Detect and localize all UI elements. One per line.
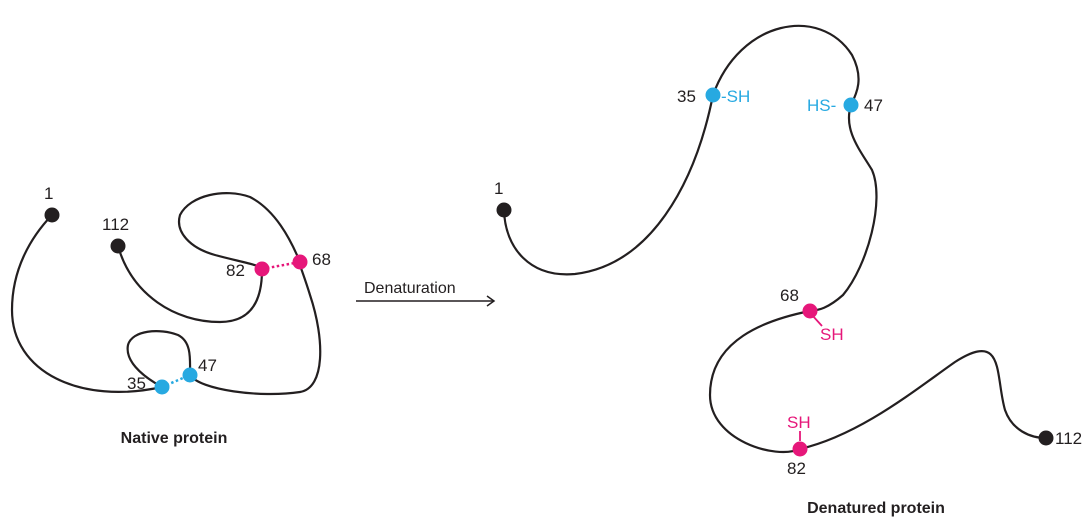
native-label-112: 112 [102, 215, 129, 234]
denatured-label-82: 82 [787, 459, 806, 478]
denaturation-arrow: Denaturation [356, 280, 496, 307]
denatured-label-35: 35 [677, 87, 696, 106]
native-chain-segment-35-112 [116, 192, 322, 396]
native-caption: Native protein [121, 430, 228, 447]
denatured-cys-82-dot [792, 441, 808, 457]
arrow-head-icon [486, 295, 496, 307]
denatured-sh-35: -SH [721, 87, 750, 106]
native-label-1: 1 [44, 184, 53, 203]
native-c-terminus-dot [110, 238, 126, 254]
denatured-label-47: 47 [864, 96, 883, 115]
denatured-sh-68-bond [811, 314, 823, 327]
denatured-hs-47: HS- [807, 96, 836, 115]
native-label-35: 35 [127, 374, 146, 393]
native-cys-68-dot [292, 254, 308, 270]
native-label-47: 47 [198, 356, 217, 375]
denatured-cys-35-dot [705, 87, 721, 103]
denatured-cys-68-dot [802, 303, 818, 319]
native-label-68: 68 [312, 250, 331, 269]
denatured-protein: 1 35 -SH HS- 47 68 SH SH 82 112 Denature… [494, 24, 1082, 517]
denatured-label-68: 68 [780, 286, 799, 305]
denatured-chain [502, 24, 1048, 454]
native-cys-47-dot [182, 367, 198, 383]
denatured-caption: Denatured protein [807, 500, 945, 517]
denatured-c-terminus-dot [1038, 430, 1054, 446]
arrow-label: Denaturation [364, 280, 456, 297]
denatured-cys-47-dot [843, 97, 859, 113]
native-cys-35-dot [154, 379, 170, 395]
native-chain-segment-1-35 [10, 213, 164, 393]
native-protein: 1 112 82 68 35 47 Native protein [10, 184, 331, 447]
denatured-label-1: 1 [494, 179, 503, 198]
denatured-sh-68: SH [820, 325, 844, 344]
native-n-terminus-dot [44, 207, 60, 223]
denatured-n-terminus-dot [496, 202, 512, 218]
native-cys-82-dot [254, 261, 270, 277]
denatured-label-112: 112 [1055, 429, 1082, 448]
native-label-82: 82 [226, 261, 245, 280]
denatured-sh-82: SH [787, 413, 811, 432]
